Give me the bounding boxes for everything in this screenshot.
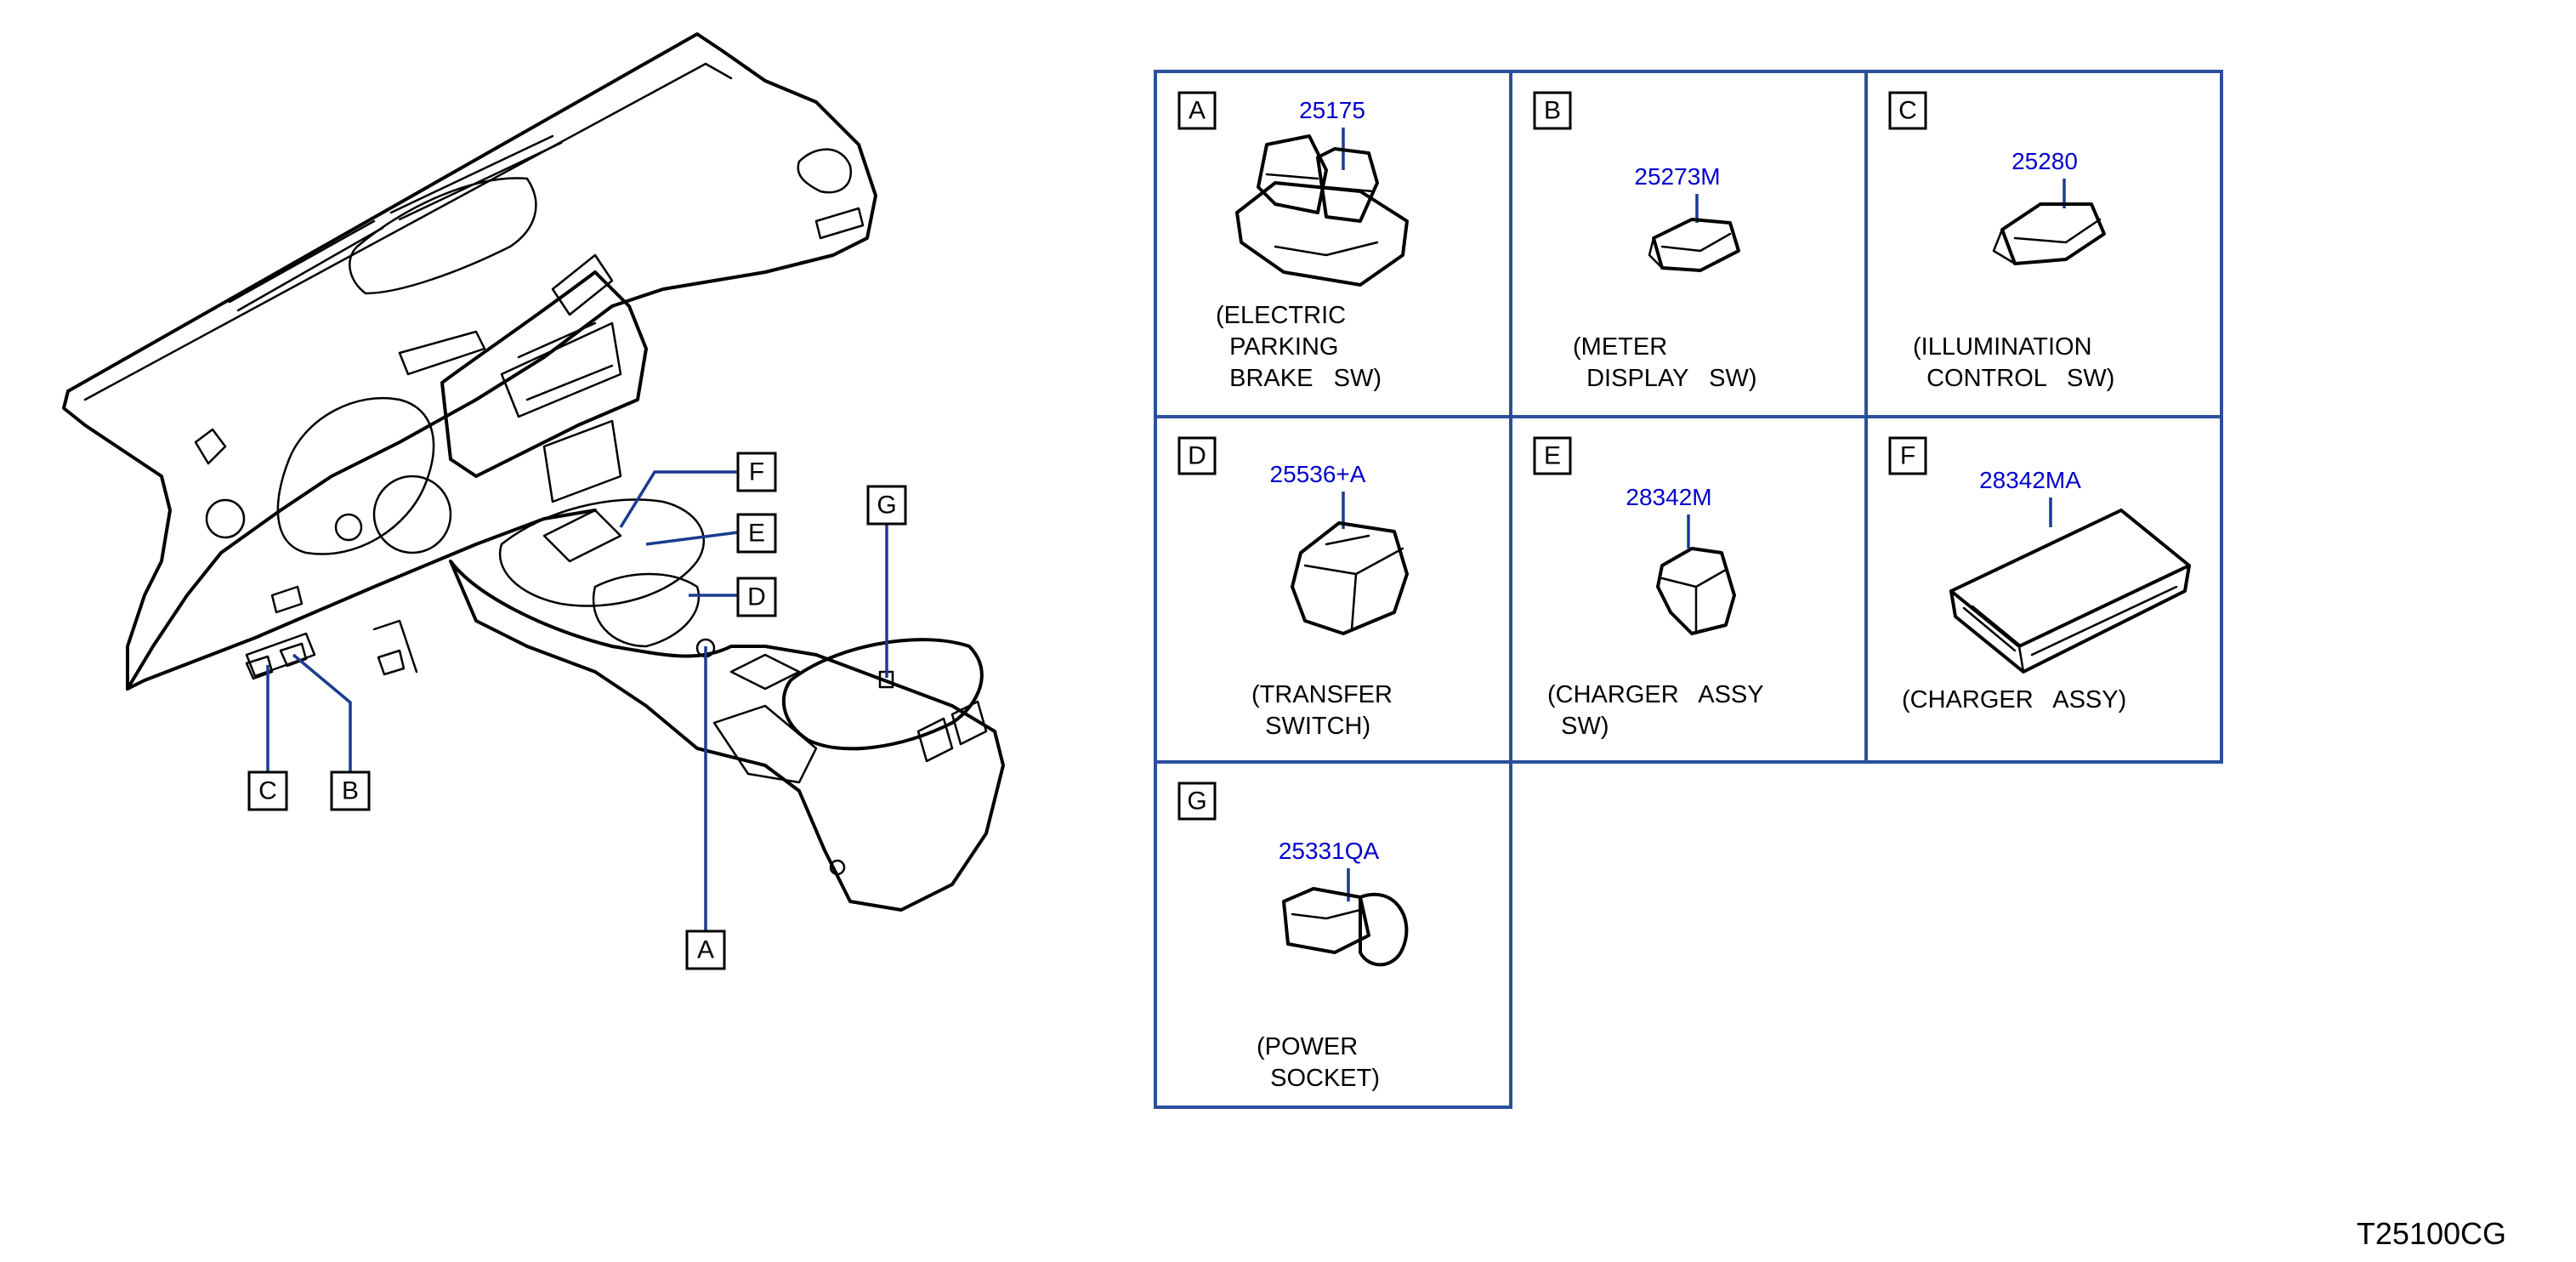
svg-text:A: A bbox=[697, 936, 714, 964]
cell-A-desc-3: BRAKE SW) bbox=[1216, 365, 1382, 392]
cell-C: C 25280 (ILLUMINATION CONTROL SW) bbox=[1888, 91, 2114, 392]
cell-A-letter-box bbox=[1177, 91, 1217, 130]
power-socket-drawing bbox=[1282, 887, 1409, 967]
callout-A: A bbox=[685, 929, 726, 970]
illumination-control-switch-drawing bbox=[1992, 202, 2106, 265]
cell-C-desc-2: CONTROL SW) bbox=[1913, 365, 2114, 392]
parts-grid bbox=[1154, 70, 2223, 1109]
cell-D-desc-2: SWITCH) bbox=[1251, 713, 1370, 740]
cell-D-desc-1: (TRANSFER bbox=[1251, 681, 1393, 708]
electric-parking-brake-switch-drawing bbox=[1235, 134, 1409, 287]
cell-A-letter: A bbox=[1189, 97, 1206, 125]
callout-B: B bbox=[330, 770, 371, 811]
cell-E-letter: E bbox=[1544, 442, 1561, 470]
cell-D-letter: D bbox=[1188, 442, 1206, 470]
cell-A-part-number: 25175 bbox=[1299, 97, 1365, 123]
cell-B-letter: B bbox=[1544, 97, 1561, 125]
cell-G-letter: G bbox=[1187, 787, 1206, 816]
cell-C-letter: C bbox=[1898, 97, 1917, 125]
callout-C: C bbox=[247, 770, 288, 811]
callout-E: E bbox=[736, 513, 777, 554]
svg-text:E: E bbox=[748, 520, 765, 548]
dashboard-illustration bbox=[62, 32, 1005, 912]
cell-G-part-number: 25331QA bbox=[1279, 838, 1380, 864]
cell-D: D 25536+A (TRANSFER SWITCH) bbox=[1177, 436, 1409, 740]
cell-F: F 28342MA (CHARGER ASSY) bbox=[1888, 436, 2191, 713]
cell-E-desc-2: SW) bbox=[1547, 713, 1609, 740]
diagram-code: T25100CG bbox=[2357, 1216, 2506, 1251]
cell-G-desc-1: (POWER bbox=[1257, 1033, 1358, 1060]
svg-text:B: B bbox=[342, 777, 359, 805]
callout-D: D bbox=[736, 577, 777, 617]
charger-assy-switch-drawing bbox=[1656, 547, 1736, 635]
cell-F-part-number: 28342MA bbox=[1979, 467, 2081, 493]
cell-G-desc-2: SOCKET) bbox=[1257, 1065, 1380, 1092]
cell-F-letter: F bbox=[1900, 442, 1915, 470]
callout-leaders bbox=[266, 470, 888, 931]
transfer-switch-drawing bbox=[1291, 521, 1409, 635]
cell-D-part-number: 25536+A bbox=[1270, 461, 1366, 487]
cell-G: G 25331QA (POWER SOCKET) bbox=[1177, 782, 1409, 1092]
cell-B: B 25273M (METER DISPLAY SW) bbox=[1533, 91, 1756, 392]
charger-assy-drawing bbox=[1949, 509, 2191, 674]
svg-text:C: C bbox=[258, 777, 277, 805]
cell-B-desc-2: DISPLAY SW) bbox=[1573, 365, 1756, 392]
svg-text:F: F bbox=[749, 458, 764, 486]
svg-text:D: D bbox=[747, 583, 766, 611]
callout-F: F bbox=[736, 452, 777, 492]
cell-A: A 25175 (ELECTRIC PARKING BRAKE SW) bbox=[1177, 91, 1409, 392]
cell-E-part-number: 28342M bbox=[1626, 484, 1711, 510]
cell-B-part-number: 25273M bbox=[1634, 163, 1720, 190]
meter-display-switch-drawing bbox=[1648, 218, 1740, 272]
svg-text:G: G bbox=[877, 492, 896, 520]
cell-F-desc-1: (CHARGER ASSY) bbox=[1902, 686, 2126, 713]
cell-C-desc-1: (ILLUMINATION bbox=[1913, 333, 2092, 361]
cell-E: E 28342M (CHARGER ASSY SW) bbox=[1533, 436, 1764, 740]
cell-E-desc-1: (CHARGER ASSY bbox=[1547, 681, 1764, 708]
cell-A-desc-1: (ELECTRIC bbox=[1216, 302, 1346, 329]
cell-A-desc-2: PARKING bbox=[1216, 333, 1339, 361]
callout-G: G bbox=[866, 485, 907, 526]
cell-B-desc-1: (METER bbox=[1573, 333, 1667, 361]
cell-C-part-number: 25280 bbox=[2011, 148, 2078, 174]
